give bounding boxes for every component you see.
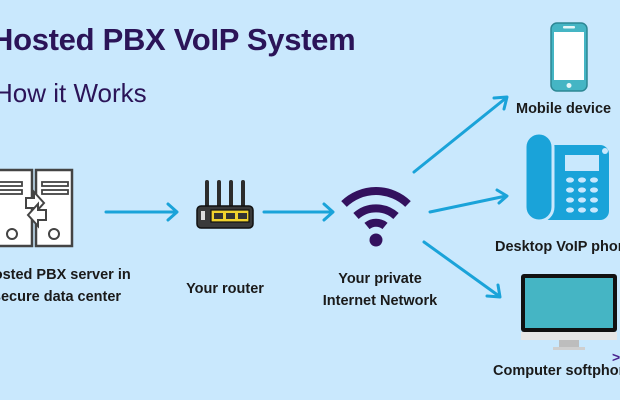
arrow-network-to-mobile: [412, 95, 509, 174]
mobile-label: Mobile device: [516, 101, 612, 117]
network-label-line-2: Internet Network: [322, 293, 438, 309]
arrow-server-to-router: [104, 202, 179, 222]
server-label-line-1: Hosted PBX server in: [0, 267, 131, 283]
desk-phone-label: Desktop VoIP phone: [495, 239, 620, 255]
arrow-network-to-desk-phone: [428, 188, 509, 214]
arrow-router-to-network: [262, 202, 335, 222]
diagram-subtitle: How it Works: [0, 78, 147, 108]
computer-label: Computer softphone: [493, 363, 620, 379]
mobile-phone-icon: [550, 22, 588, 92]
network-label: Your private Internet Network: [310, 268, 450, 312]
monitor-icon: [521, 274, 617, 350]
server-icon: [0, 168, 74, 248]
server-label-line-2: secure data center: [0, 289, 122, 305]
desk-phone-icon: [523, 131, 609, 223]
router-icon: [196, 180, 254, 229]
server-label: Hosted PBX server in secure data center: [0, 264, 142, 308]
router-label: Your router: [186, 281, 264, 297]
corner-chevron-icon: >: [612, 349, 620, 365]
arrow-network-to-computer: [422, 240, 502, 299]
wifi-icon: [341, 187, 411, 247]
diagram-title: Hosted PBX VoIP System: [0, 22, 356, 57]
network-label-line-1: Your private: [338, 271, 422, 287]
